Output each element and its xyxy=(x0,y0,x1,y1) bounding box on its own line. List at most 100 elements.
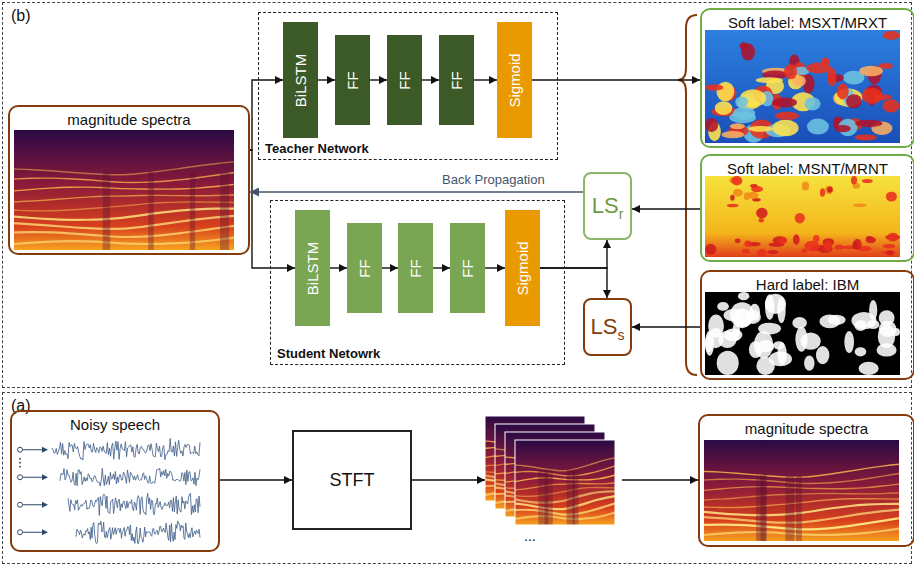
heat-blob xyxy=(844,331,854,353)
harmonic-stroke xyxy=(14,195,234,202)
heat-blob xyxy=(754,331,773,358)
mic-arrow xyxy=(42,502,48,508)
heatmap-ground xyxy=(705,30,900,143)
heat-blob xyxy=(862,179,873,183)
heat-blob xyxy=(777,343,786,365)
node-label: magnitude spectra xyxy=(700,420,913,437)
heat-blob xyxy=(827,68,836,86)
mic-lead xyxy=(23,449,42,450)
silence-gap xyxy=(103,172,111,250)
loss-box: LSr xyxy=(583,172,632,240)
heat-blob xyxy=(733,107,756,120)
heat-blob xyxy=(705,118,718,132)
mask-ground xyxy=(705,292,900,375)
heat-blob xyxy=(851,312,876,329)
heat-blob xyxy=(855,347,867,356)
harmonic-stroke xyxy=(515,483,615,490)
heat-blob xyxy=(724,329,743,342)
heat-blob xyxy=(772,120,798,137)
node-label: Hard label: IBM xyxy=(702,276,913,293)
heat-blob xyxy=(765,294,786,314)
ellipsis-dot xyxy=(19,458,21,460)
node-label: Soft label: MSXT/MRXT xyxy=(702,14,913,31)
heat-blob xyxy=(855,120,882,128)
heat-blob xyxy=(819,314,840,328)
heat-blob xyxy=(866,237,876,243)
connector-arrow xyxy=(382,267,398,268)
heat-blob xyxy=(821,57,829,65)
heat-blob xyxy=(738,292,749,300)
microphone-symbol xyxy=(18,447,23,452)
harmonic-stroke xyxy=(14,238,234,244)
connector-arrow xyxy=(433,267,450,268)
heat-blob xyxy=(742,249,750,254)
waveform xyxy=(68,493,200,515)
waveform xyxy=(52,438,200,460)
noisy-speech-box: Noisy speech xyxy=(10,410,220,552)
frame-outline xyxy=(515,440,615,525)
connector-arrow xyxy=(540,240,607,268)
heat-blob xyxy=(717,351,739,375)
heat-blob xyxy=(722,131,745,138)
ff-layer: FF xyxy=(439,35,474,125)
silence-gap xyxy=(538,470,548,525)
connector-arrow xyxy=(250,80,283,150)
ff-layer: FF xyxy=(398,223,433,313)
heat-blob xyxy=(756,208,768,219)
heat-blob xyxy=(751,186,763,192)
connector-arrow xyxy=(632,208,700,209)
connector-arrow xyxy=(422,79,439,80)
heat-blob xyxy=(882,99,899,112)
panel-a: (a)Noisy speechSTFTmagnitude spectra xyxy=(2,392,912,564)
heat-blob xyxy=(887,233,898,242)
blob-group xyxy=(705,233,900,257)
heat-blob xyxy=(820,188,825,197)
heat-blob xyxy=(705,244,716,255)
node-label: LS xyxy=(592,193,619,219)
heat-blob xyxy=(846,94,862,108)
teacher-network-group: Teacher NetworkBiLSTMFFFFFFSigmoid xyxy=(258,12,558,160)
heat-blob xyxy=(835,125,851,132)
node-label: LS xyxy=(591,314,618,340)
blob-group xyxy=(727,176,897,223)
spectrogram-image xyxy=(515,440,615,525)
heat-blob xyxy=(748,192,759,199)
heat-blob xyxy=(807,119,829,135)
mic-lead xyxy=(23,532,42,533)
connector-arrow xyxy=(632,326,700,327)
mic-lead xyxy=(23,477,42,478)
silence-gap xyxy=(190,172,195,250)
heat-blob xyxy=(735,239,741,244)
silence-gap xyxy=(148,172,154,250)
spectrogram-image xyxy=(14,130,234,250)
ff-layer: FF xyxy=(335,35,370,125)
node-label: r xyxy=(619,206,624,222)
heat-blob xyxy=(804,97,820,110)
heat-blob xyxy=(825,186,834,195)
silence-gap xyxy=(796,475,802,541)
spectrogram-ground xyxy=(704,440,899,541)
heat-blob xyxy=(767,250,778,254)
heat-blob xyxy=(882,244,895,248)
heat-blob xyxy=(744,241,751,247)
ellipsis-dot xyxy=(19,466,21,468)
layer-name: Sigmoid xyxy=(514,241,531,295)
heat-blob xyxy=(740,42,748,49)
connector-arrow xyxy=(485,267,505,268)
continuation-mark: ... xyxy=(524,528,536,544)
connector-arrow xyxy=(474,79,497,80)
heat-blob xyxy=(733,189,743,197)
connector-arrow xyxy=(250,150,295,268)
heat-blob xyxy=(816,346,829,364)
heat-blob xyxy=(792,317,807,329)
heat-blob xyxy=(862,88,883,104)
heat-blob xyxy=(855,134,877,140)
heat-blob xyxy=(892,328,900,336)
soft-label-box: Soft label: MSXT/MRXT xyxy=(700,8,914,148)
silence-gap xyxy=(756,475,766,541)
soft-label-box: Soft label: MSNT/MRNT xyxy=(700,154,914,262)
heat-blob xyxy=(715,101,733,115)
panel-tag: (a) xyxy=(11,397,31,415)
connector-arrow xyxy=(412,479,698,480)
